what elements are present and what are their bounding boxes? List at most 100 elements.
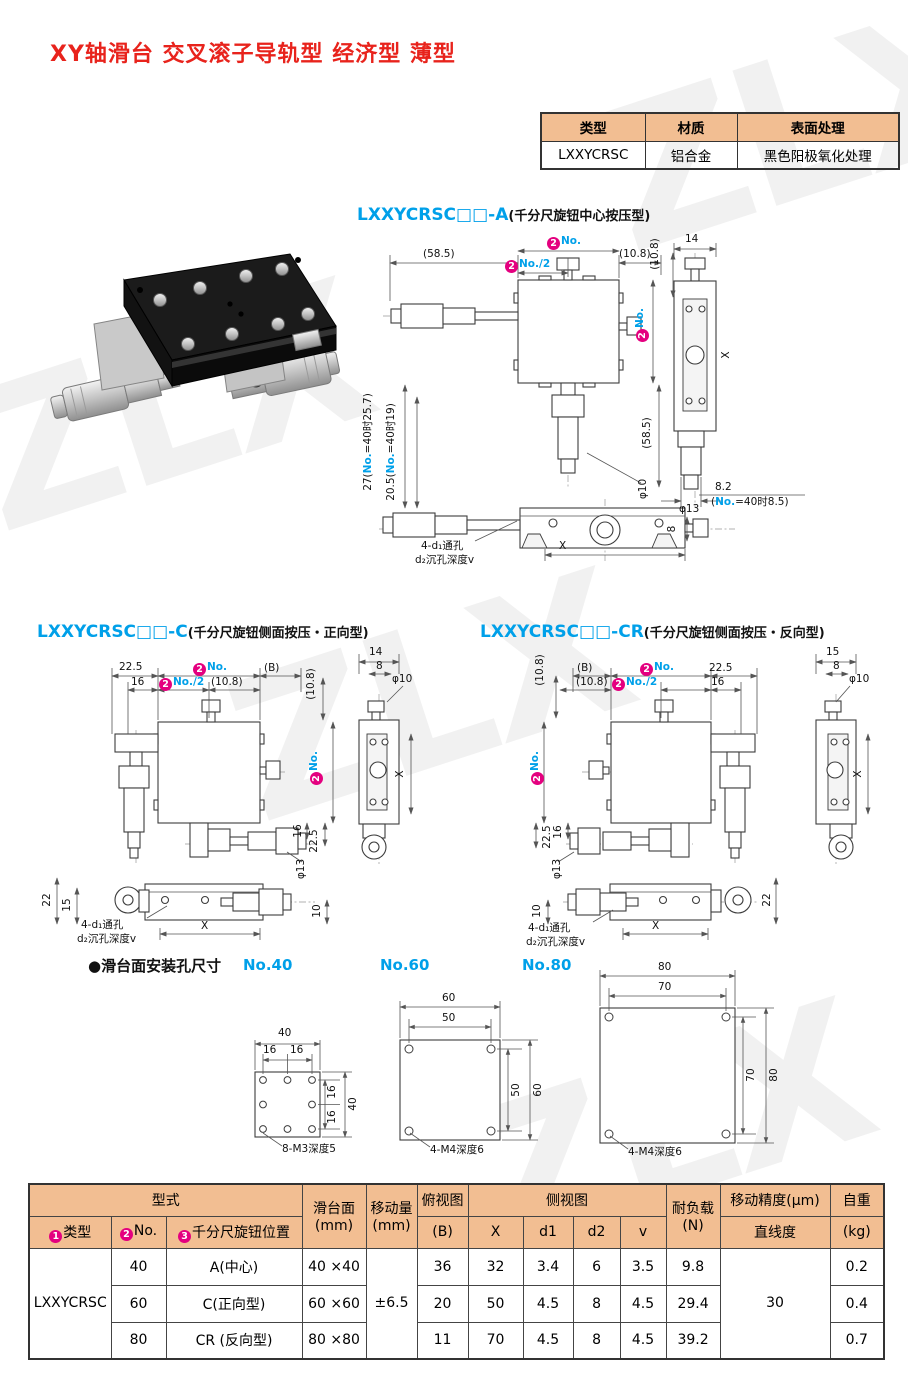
badge-2: 2: [159, 678, 172, 691]
cell-knob: A(中心): [165, 1247, 303, 1286]
cell-d1: 4.5: [522, 1321, 574, 1360]
dim-label: φ13: [551, 858, 564, 880]
no60-linework: [399, 1001, 538, 1148]
cell-knob: C(正向型): [165, 1284, 303, 1323]
mounting-no40-label: No.40: [243, 956, 293, 974]
mounting-no40-diagram: 40 16 16 16 16 40 8-M3深度5: [230, 1000, 410, 1170]
info-header-material: 材质: [644, 112, 738, 142]
dim-label: 22.5: [709, 662, 733, 674]
drawing-a: LXXYCRSC□□-A(千分尺旋钮中心按压型): [355, 205, 903, 595]
dim-label: 10: [311, 904, 324, 918]
header-d1: d1: [522, 1215, 574, 1249]
drawing-a-code: LXXYCRSC□□-A: [357, 205, 509, 225]
badge-2: 2: [636, 329, 649, 342]
dim-label: 16: [292, 824, 305, 838]
dim-label: X: [652, 920, 660, 932]
dim-label: 4-M4深度6: [628, 1146, 682, 1158]
badge-2: 2: [640, 663, 653, 676]
cell-no: 60: [110, 1284, 167, 1323]
mounting-no60-diagram: 60 50 50 60 4-M4深度6: [390, 985, 590, 1170]
material-info-table: 类型 材质 表面处理 LXXYCRSC 铝合金 黑色阳极氧化处理: [540, 112, 900, 170]
dim-label: φ10: [392, 673, 413, 685]
dim-label: φ10: [849, 673, 870, 685]
header-travel: 移动量(mm): [365, 1183, 418, 1249]
dim-label: 16: [711, 676, 725, 688]
drawing-c: LXXYCRSC□□-C(千分尺旋钮侧面按压・正向型): [35, 622, 475, 962]
dim-label: 16: [552, 825, 565, 839]
drawing-cr-linework: [533, 654, 871, 940]
info-header-surface: 表面处理: [736, 112, 900, 142]
dim-label: d₂沉孔深度v: [526, 936, 586, 948]
drawing-a-heading: LXXYCRSC□□-A(千分尺旋钮中心按压型): [357, 205, 650, 225]
dim-label: 14: [685, 233, 699, 245]
drawing-cr-type: (千分尺旋钮侧面按压・反向型): [643, 626, 825, 641]
no40-linework: [254, 1040, 352, 1147]
cell-v: 4.5: [619, 1284, 667, 1323]
cell-x: 50: [467, 1284, 524, 1323]
cell-weight: 0.7: [829, 1321, 885, 1360]
header-v: v: [619, 1215, 667, 1249]
dim-label: 8: [376, 660, 383, 672]
dim-label: (58.5): [423, 248, 455, 260]
cell-d1: 4.5: [522, 1284, 574, 1323]
cell-weight: 0.2: [829, 1247, 885, 1286]
dim-label: 4-d₁通孔: [81, 919, 124, 931]
cell-load: 9.8: [665, 1247, 721, 1286]
cell-x: 32: [467, 1247, 524, 1286]
dim-label: 8-M3深度5: [282, 1143, 336, 1155]
info-type: LXXYCRSC: [540, 140, 646, 170]
header-weight-unit: (kg): [829, 1215, 885, 1249]
spec-header-group-row: 型式 滑台面(mm) 移动量(mm) 俯视图 侧视图 耐负载(N) 移动精度(μ…: [28, 1183, 885, 1249]
mounting-no80-diagram: 80 70 70 80 4-M4深度6: [590, 960, 820, 1170]
dim-label: X: [720, 351, 733, 359]
dim-label: φ13: [679, 503, 700, 515]
dim-label: (10.8): [576, 676, 608, 688]
dim-label: 27(No.=40时25.7): [362, 393, 375, 491]
cell-slide: 60 ×60: [301, 1284, 367, 1323]
spec-row-80: 80 CR (反向型) 80 ×80 11 70 4.5 8 4.5 39.2 …: [29, 1321, 885, 1360]
dim-label: d₂沉孔深度v: [415, 554, 475, 566]
dim-label: (No.=40时8.5): [711, 496, 789, 508]
cell-model: LXXYCRSC: [28, 1247, 112, 1360]
dim-label: X: [559, 540, 567, 552]
mounting-no80-label: No.80: [522, 956, 572, 974]
cell-slide: 40 ×40: [301, 1247, 367, 1286]
header-top-b: (B): [416, 1215, 469, 1249]
dim-label: φ13: [295, 858, 308, 880]
dim-label: X: [201, 920, 209, 932]
drawing-c-type: (千分尺旋钮侧面按压・正向型): [187, 626, 369, 641]
header-slide: 滑台面(mm): [301, 1183, 367, 1249]
header-d2: d2: [572, 1215, 621, 1249]
cell-slide: 80 ×80: [301, 1321, 367, 1360]
cell-b: 36: [416, 1247, 469, 1286]
cell-knob: CR (反向型): [165, 1321, 303, 1360]
drawing-c-code: LXXYCRSC□□-C: [37, 622, 188, 642]
badge-2: 2: [531, 772, 544, 785]
dim-label: 14: [369, 646, 383, 658]
dim-label: (10.8): [649, 238, 662, 270]
dim-label: (10.8): [619, 248, 651, 260]
drawing-a-type: (千分尺旋钮中心按压型): [508, 209, 651, 224]
dim-label: 20.5(No.=40时19): [385, 403, 398, 501]
dim-label: 16: [263, 1044, 277, 1056]
header-precision: 移动精度(μm): [719, 1183, 831, 1217]
dim-label: 16: [326, 1085, 339, 1099]
dim-label: (10.8): [211, 676, 243, 688]
drawing-a-linework: [379, 243, 805, 561]
badge-3: 3: [178, 1229, 192, 1243]
cell-no: 80: [110, 1321, 167, 1360]
dim-label: 22.5: [308, 829, 321, 853]
dim-label: 70: [658, 981, 672, 993]
drawing-c-linework: [54, 654, 414, 940]
no80-linework: [599, 970, 774, 1150]
dim-label: X: [852, 770, 865, 778]
dim-label: 15: [826, 646, 840, 658]
badge-2: 2: [505, 260, 518, 273]
product-photo: [42, 228, 342, 443]
